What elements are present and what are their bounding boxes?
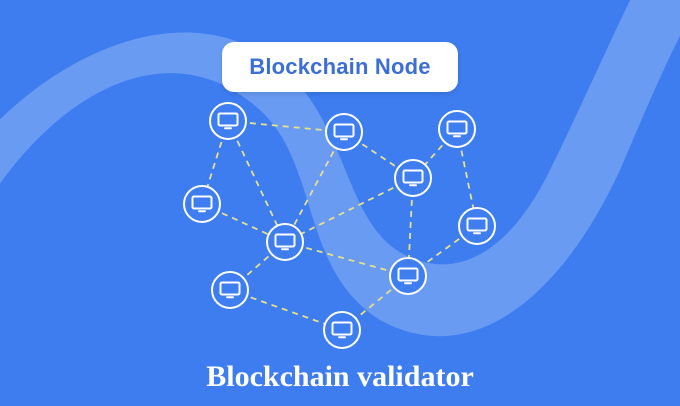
node-5 — [394, 159, 432, 197]
ribbon-wave — [0, 0, 680, 337]
monitor-icon — [217, 112, 239, 130]
node-8 — [389, 257, 427, 295]
link-node-5-node-6 — [284, 177, 414, 243]
node-1 — [209, 102, 247, 140]
title-label: Blockchain Node — [222, 42, 458, 92]
node-4 — [183, 185, 221, 223]
link-node-1-node-2 — [227, 120, 345, 133]
link-node-2-node-6 — [284, 131, 345, 243]
monitor-icon — [331, 321, 353, 339]
node-3 — [438, 110, 476, 148]
monitor-icon — [219, 281, 241, 299]
node-2 — [325, 113, 363, 151]
node-6 — [266, 223, 304, 261]
link-node-1-node-6 — [227, 120, 286, 243]
monitor-icon — [274, 233, 296, 251]
monitor-icon — [397, 267, 419, 285]
node-10 — [323, 311, 361, 349]
monitor-icon — [191, 195, 213, 213]
node-9 — [211, 271, 249, 309]
monitor-icon — [466, 217, 488, 235]
caption-text: Blockchain validator — [206, 360, 474, 393]
monitor-icon — [402, 169, 424, 187]
monitor-icon — [446, 120, 468, 138]
monitor-icon — [333, 123, 355, 141]
node-7 — [458, 207, 496, 245]
